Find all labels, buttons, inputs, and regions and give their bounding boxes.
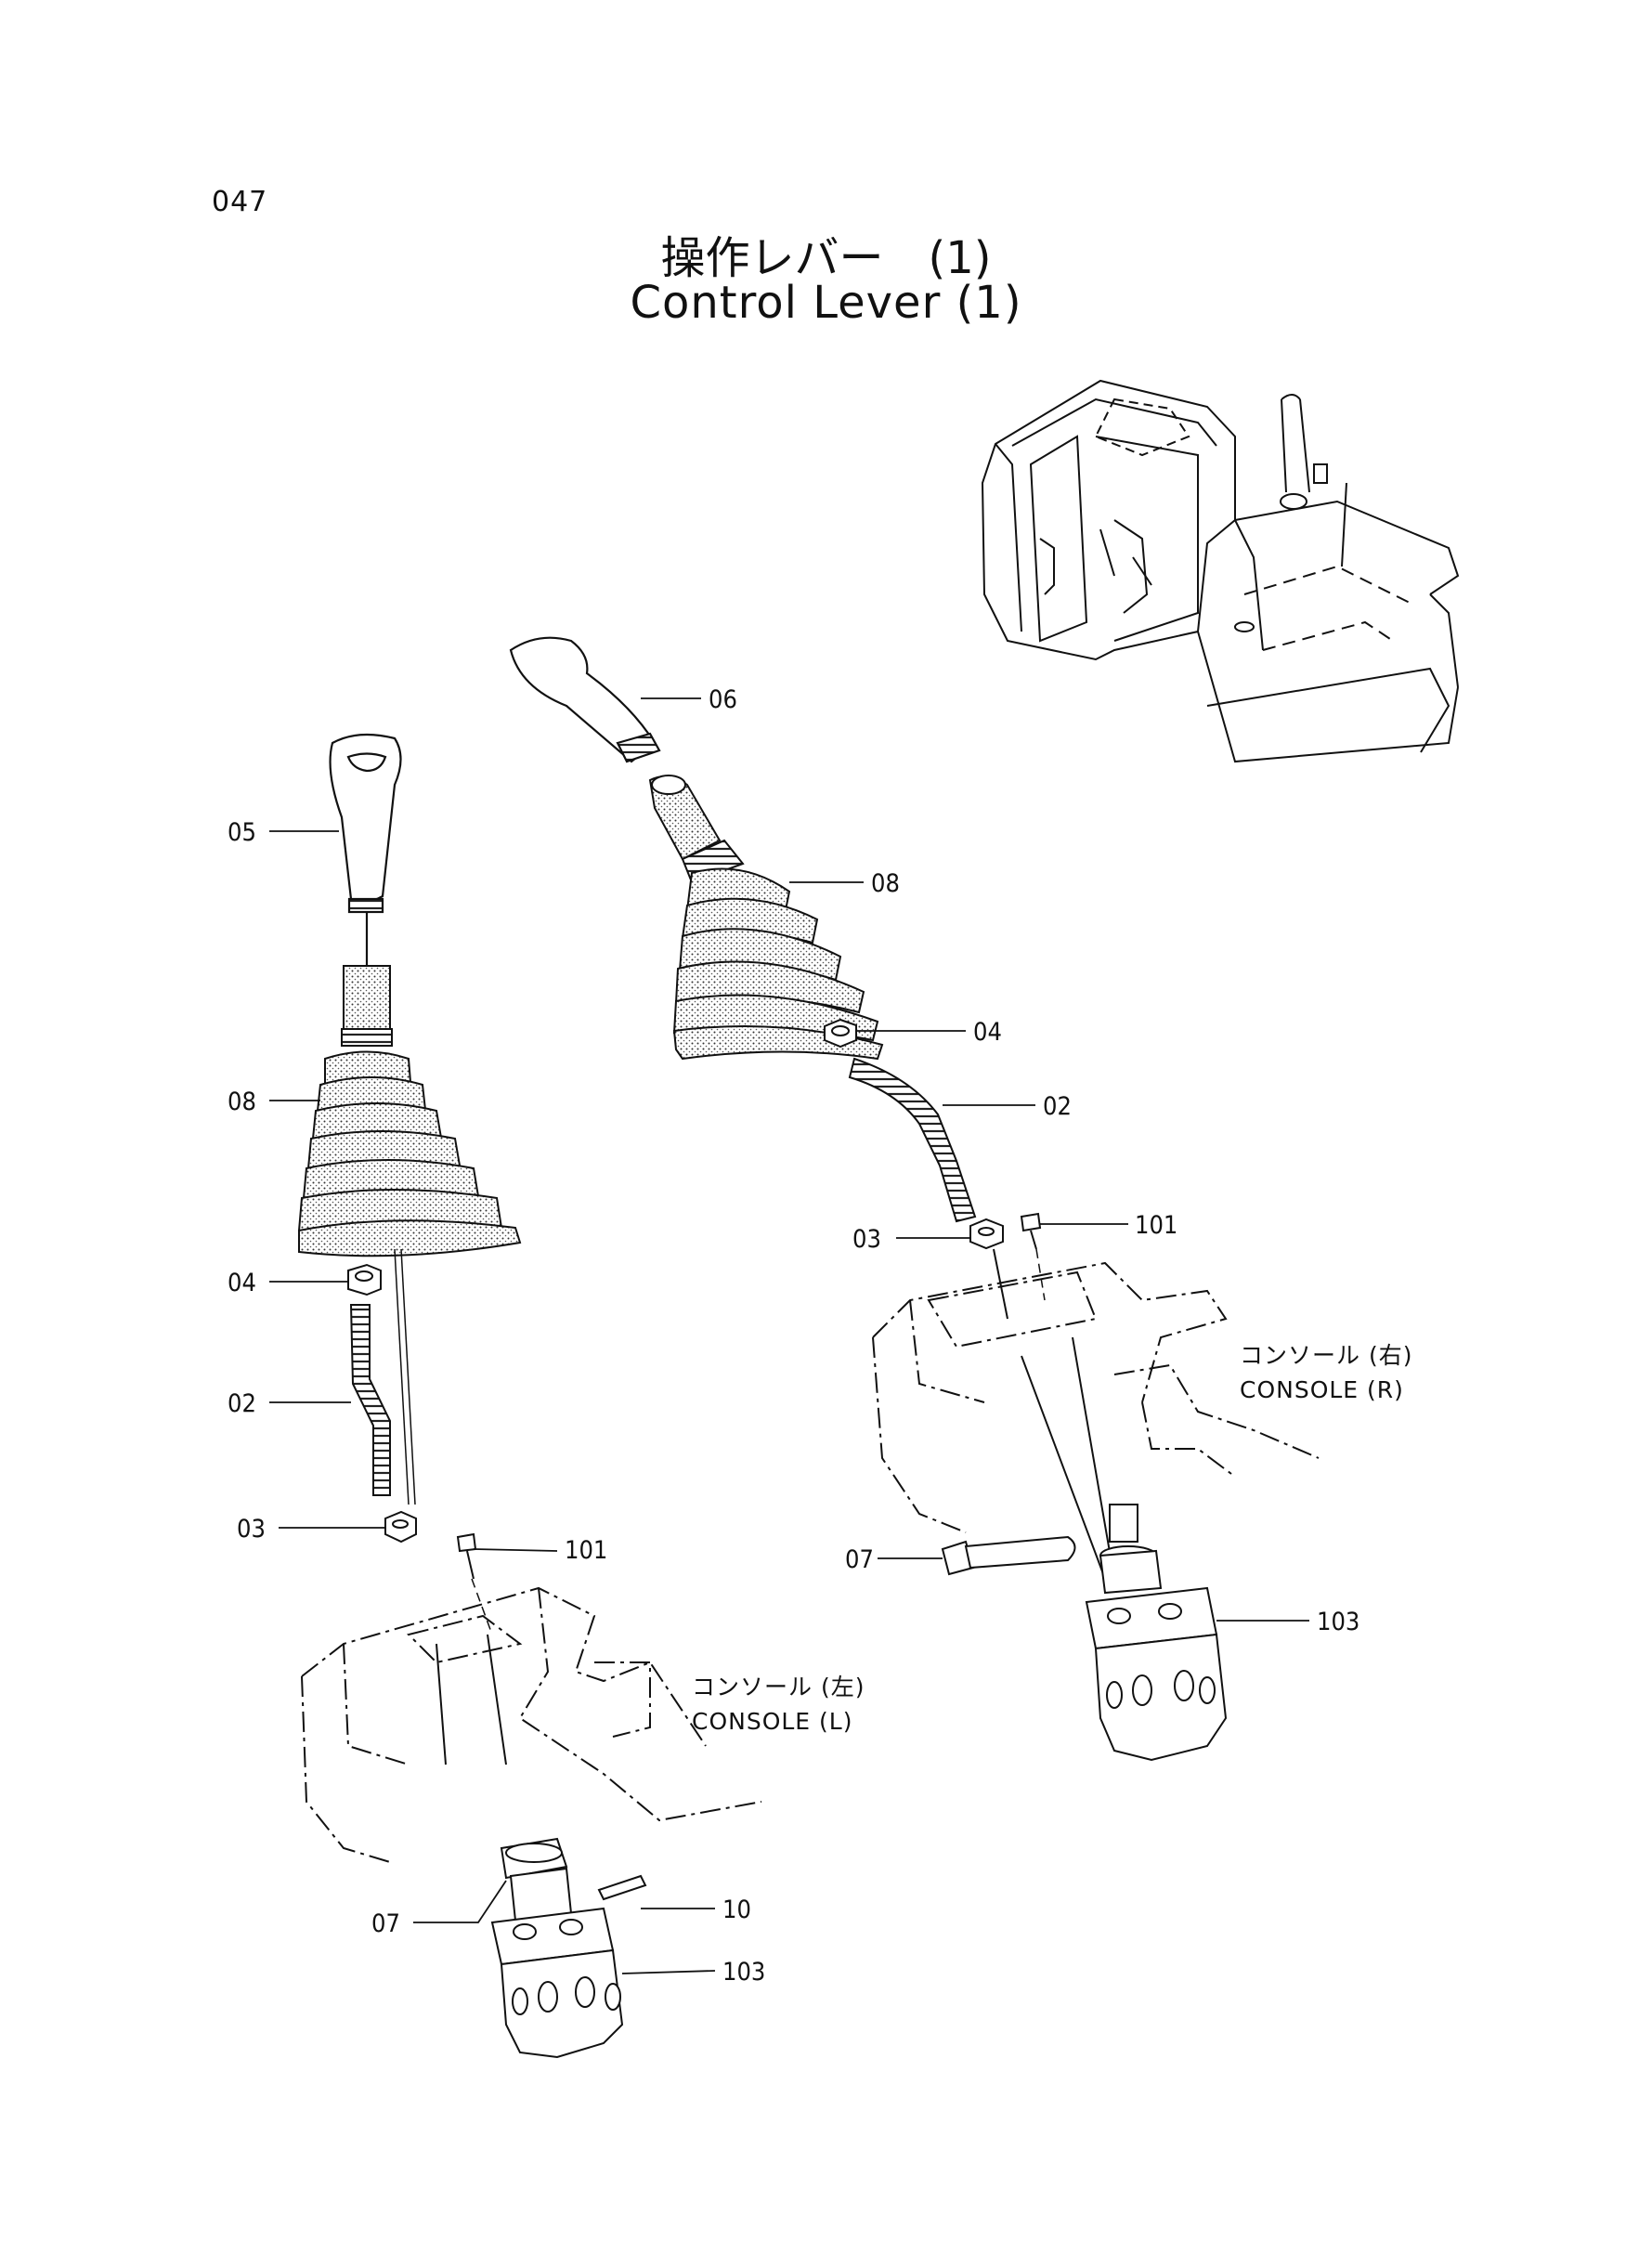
page-number: 047 (212, 186, 268, 218)
callout-right-04: 04 (973, 1018, 1002, 1047)
left-grip-05 (329, 733, 402, 966)
right-pilot-valve-103 (1085, 1504, 1228, 1762)
left-boot-08 (297, 965, 522, 1505)
console-right-label-jp: コンソール (右) (1240, 1342, 1412, 1369)
callout-right-103: 103 (1317, 1608, 1359, 1636)
callout-right-08: 08 (871, 869, 900, 898)
right-bolt-101 (1020, 1212, 1046, 1301)
right-lever-02 (848, 1057, 977, 1223)
console-left-outline (301, 1586, 762, 1863)
right-boot-08 (648, 775, 884, 1061)
left-lever-assembly (297, 733, 762, 2059)
callout-left-103: 103 (722, 1958, 765, 1987)
console-left-label-en: CONSOLE (L) (692, 1708, 853, 1735)
right-nut-04 (824, 1018, 857, 1049)
console-right-label-en: CONSOLE (R) (1240, 1376, 1404, 1403)
right-grip-06 (509, 636, 661, 763)
left-pilot-valve-103 (490, 1837, 647, 2059)
right-lever-assembly (509, 636, 1320, 1762)
machine-location-view (981, 379, 1460, 763)
page-title-english: Control Lever (1) (630, 277, 1022, 329)
callout-right-02: 02 (1043, 1092, 1072, 1121)
console-left-label-jp: コンソール (左) (692, 1674, 865, 1700)
right-nut-03 (969, 1218, 1004, 1250)
callout-left-04: 04 (228, 1269, 256, 1297)
callout-right-101: 101 (1135, 1211, 1177, 1240)
page-title-japanese: 操作レバー (1) (660, 232, 992, 284)
left-lever-02 (349, 1304, 391, 1496)
callout-left-05: 05 (228, 818, 256, 847)
callout-left-02: 02 (228, 1389, 256, 1418)
console-right-outline (872, 1261, 1320, 1533)
callout-left-08: 08 (228, 1088, 256, 1116)
callout-right-07: 07 (845, 1545, 874, 1574)
callout-right-06: 06 (709, 685, 737, 714)
leader-lines (269, 697, 1309, 1974)
callout-left-10: 10 (722, 1896, 751, 1924)
callout-right-03: 03 (852, 1225, 881, 1254)
left-nut-03 (384, 1510, 417, 1544)
callout-left-07: 07 (371, 1909, 400, 1938)
callout-left-101: 101 (565, 1536, 607, 1565)
callout-left-03: 03 (237, 1515, 266, 1544)
right-band-07 (941, 1535, 1076, 1576)
left-nut-04 (347, 1263, 382, 1296)
